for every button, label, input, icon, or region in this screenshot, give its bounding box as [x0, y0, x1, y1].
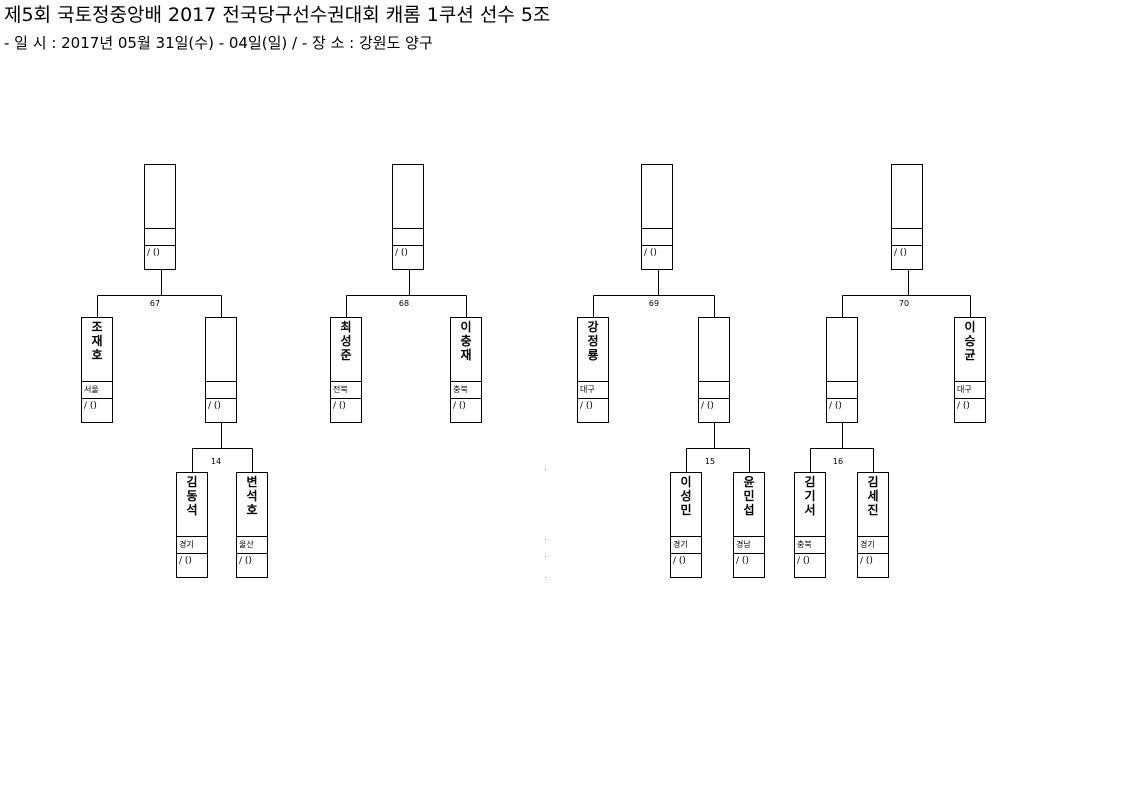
player-box-pending-16: / (): [826, 317, 858, 423]
player-score: / (): [84, 401, 97, 411]
player-name: [892, 165, 922, 229]
player-name: 최성준: [331, 318, 361, 382]
winner-slot-2: / (): [392, 164, 424, 270]
player-box-pending-15: / (): [698, 317, 730, 423]
player-region: 경남: [734, 537, 764, 554]
player-name: [206, 318, 236, 382]
player-score: / (): [736, 556, 749, 566]
player-score: / (): [894, 248, 907, 258]
player-score: / (): [957, 401, 970, 411]
player-box-lee-chung-jae: 이충재 충북 / (): [450, 317, 482, 423]
player-score: / (): [333, 401, 346, 411]
player-name: 윤민섭: [734, 473, 764, 537]
player-box-lee-seung-gyun: 이승균 대구 / (): [954, 317, 986, 423]
player-box-yoon-min-seop: 윤민섭 경남 / (): [733, 472, 765, 578]
match-number-70: 70: [898, 299, 910, 308]
fold-mark: [545, 556, 546, 557]
player-score: / (): [453, 401, 466, 411]
player-box-choi-seong-jun: 최성준 전북 / (): [330, 317, 362, 423]
player-name: [827, 318, 857, 382]
player-box-kim-gi-seo: 김기서 충북 / (): [794, 472, 826, 578]
player-box-byeon-seok-ho: 변석호 울산 / (): [236, 472, 268, 578]
player-score: / (): [797, 556, 810, 566]
player-name: 강정룡: [578, 318, 608, 382]
player-box-kim-se-jin: 김세진 경기 / (): [857, 472, 889, 578]
player-box-joh-jae-ho: 조재호 서울 / (): [81, 317, 113, 423]
player-name: 조재호: [82, 318, 112, 382]
player-region: [145, 229, 175, 246]
fold-mark: [545, 469, 546, 470]
player-region: 대구: [578, 382, 608, 399]
match-number-67: 67: [149, 299, 161, 308]
fold-mark: [545, 539, 546, 540]
player-box-pending-14: / (): [205, 317, 237, 423]
match-number-16: 16: [832, 457, 844, 466]
player-box-kim-dong-seok: 김동석 경기 / (): [176, 472, 208, 578]
player-region: 경기: [177, 537, 207, 554]
player-region: 충북: [795, 537, 825, 554]
winner-slot-4: / (): [891, 164, 923, 270]
player-score: / (): [644, 248, 657, 258]
player-box-kang-jeong-ryong: 강정룡 대구 / (): [577, 317, 609, 423]
player-name: 이성민: [671, 473, 701, 537]
player-region: 경기: [671, 537, 701, 554]
player-region: 대구: [955, 382, 985, 399]
player-score: / (): [239, 556, 252, 566]
player-name: [699, 318, 729, 382]
player-name: 김기서: [795, 473, 825, 537]
player-score: / (): [829, 401, 842, 411]
player-name: 김동석: [177, 473, 207, 537]
player-name: 변석호: [237, 473, 267, 537]
player-box-lee-seong-min: 이성민 경기 / (): [670, 472, 702, 578]
page-title: 제5회 국토정중앙배 2017 전국당구선수권대회 캐롬 1쿠션 선수 5조: [4, 4, 551, 26]
match-number-68: 68: [398, 299, 410, 308]
player-region: [699, 382, 729, 399]
player-name: [393, 165, 423, 229]
player-score: / (): [147, 248, 160, 258]
player-score: / (): [701, 401, 714, 411]
player-region: [642, 229, 672, 246]
player-name: [145, 165, 175, 229]
player-region: 경기: [858, 537, 888, 554]
player-name: 이충재: [451, 318, 481, 382]
player-region: [206, 382, 236, 399]
page-subtitle: - 일 시 : 2017년 05월 31일(수) - 04일(일) / - 장 …: [4, 34, 433, 52]
winner-slot-1: / (): [144, 164, 176, 270]
player-region: [892, 229, 922, 246]
fold-mark: [545, 577, 546, 578]
player-score: / (): [395, 248, 408, 258]
player-score: / (): [673, 556, 686, 566]
winner-slot-3: / (): [641, 164, 673, 270]
match-number-15: 15: [704, 457, 716, 466]
match-number-14: 14: [210, 457, 222, 466]
player-region: 충북: [451, 382, 481, 399]
player-score: / (): [860, 556, 873, 566]
player-name: 이승균: [955, 318, 985, 382]
player-region: [393, 229, 423, 246]
player-score: / (): [208, 401, 221, 411]
player-region: 서울: [82, 382, 112, 399]
match-number-69: 69: [648, 299, 660, 308]
player-region: 울산: [237, 537, 267, 554]
player-score: / (): [580, 401, 593, 411]
player-name: [642, 165, 672, 229]
player-region: [827, 382, 857, 399]
player-name: 김세진: [858, 473, 888, 537]
player-region: 전북: [331, 382, 361, 399]
player-score: / (): [179, 556, 192, 566]
